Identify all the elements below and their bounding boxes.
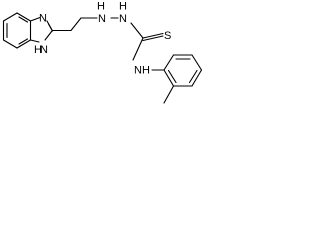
atom-label-hydrazine-h2: H xyxy=(119,1,127,13)
atom-label-amide-n: N xyxy=(134,65,142,77)
chemical-structure-diagram: N H N H N H N S N H xyxy=(2,1,203,104)
atom-label-imidazole-n: N xyxy=(39,13,47,25)
benzene-ring-right xyxy=(163,54,203,87)
atom-labels: N H N H N H N S N H xyxy=(34,1,171,77)
atom-label-hydrazine-n2: N xyxy=(119,13,127,25)
benzene-ring-left xyxy=(2,12,32,49)
atom-label-hydrazine-n1: N xyxy=(98,13,106,25)
atom-label-imidazole-nh-h: H xyxy=(34,44,42,56)
ethyl-linker xyxy=(51,17,98,32)
atom-label-thione-s: S xyxy=(164,30,171,42)
imidazole-ring xyxy=(29,16,54,43)
thiourea-group xyxy=(130,22,164,61)
methyl-group xyxy=(163,85,175,104)
atom-label-hydrazine-h1: H xyxy=(97,1,105,13)
atom-label-amide-h: H xyxy=(142,65,150,77)
atom-label-imidazole-nh-n: N xyxy=(40,44,48,56)
